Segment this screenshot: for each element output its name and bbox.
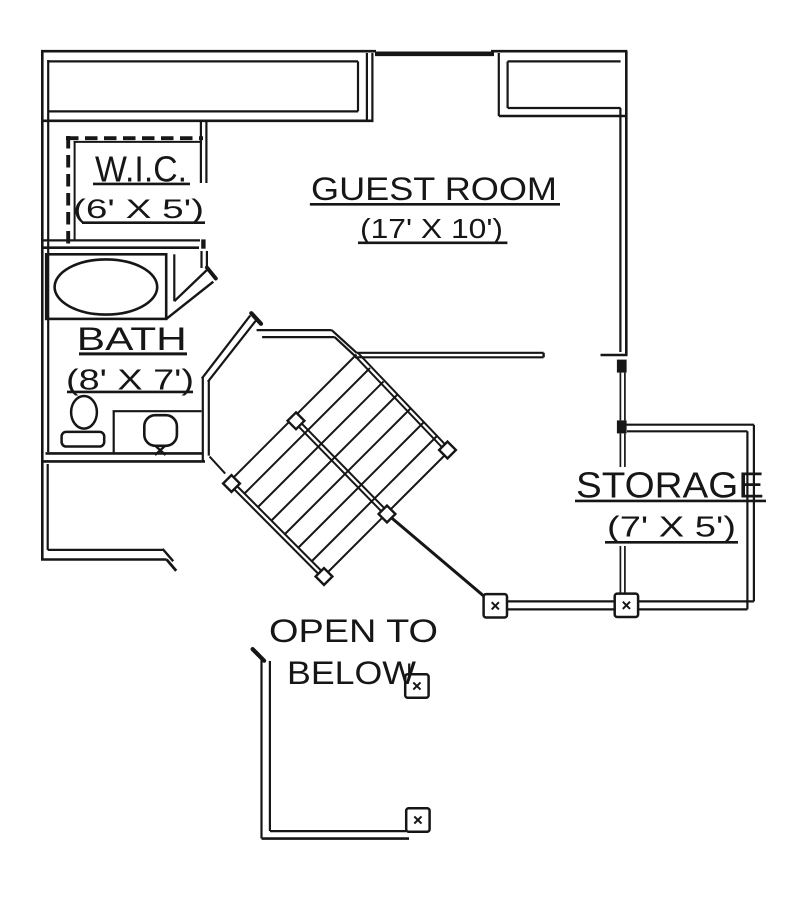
svg-text:GUEST ROOM: GUEST ROOM — [311, 171, 557, 207]
svg-text:STORAGE: STORAGE — [576, 465, 764, 506]
svg-text:OPEN TO: OPEN TO — [269, 613, 438, 649]
svg-text:(17' X 10'): (17' X 10') — [360, 213, 503, 244]
svg-text:BATH: BATH — [77, 321, 187, 357]
svg-text:(6' X 5'): (6' X 5') — [73, 194, 204, 224]
svg-text:BELOW: BELOW — [287, 655, 417, 691]
svg-text:(7' X 5'): (7' X 5') — [607, 511, 736, 543]
